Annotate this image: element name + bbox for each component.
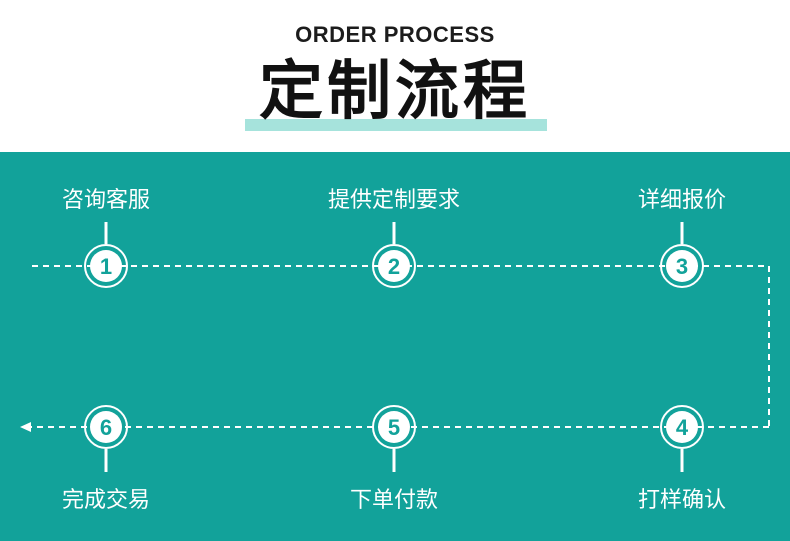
header: ORDER PROCESS 定制流程 [0,0,790,152]
step-2-node: 2 [372,244,416,288]
step-4-label: 打样确认 [637,488,726,513]
step-3-number: 3 [676,254,688,279]
step-1-number: 1 [100,254,112,279]
step-3-node: 3 [660,244,704,288]
step-6-number: 6 [100,415,112,440]
process-diagram: 1 2 3 4 5 6 [20,222,770,472]
step-1-label: 咨询客服 [61,188,150,213]
subtitle: ORDER PROCESS [295,22,495,47]
step-6-label: 完成交易 [61,488,150,513]
title-underline [245,119,547,131]
step-5-node: 5 [372,405,416,449]
step-4-number: 4 [676,415,689,440]
step-6-node: 6 [84,405,128,449]
step-3-label: 详细报价 [637,188,726,213]
step-5-number: 5 [388,415,400,440]
page-title: 定制流程 [259,55,531,129]
step-5-label: 下单付款 [349,488,438,513]
step-2-label: 提供定制要求 [327,188,460,213]
step-2-number: 2 [388,254,400,279]
step-1-node: 1 [84,244,128,288]
step-4-node: 4 [660,405,704,449]
arrow-left-icon [20,422,31,432]
process-panel: 1 2 3 4 5 6 咨询客服 提供定制要求 详细报价 打 [0,152,790,541]
